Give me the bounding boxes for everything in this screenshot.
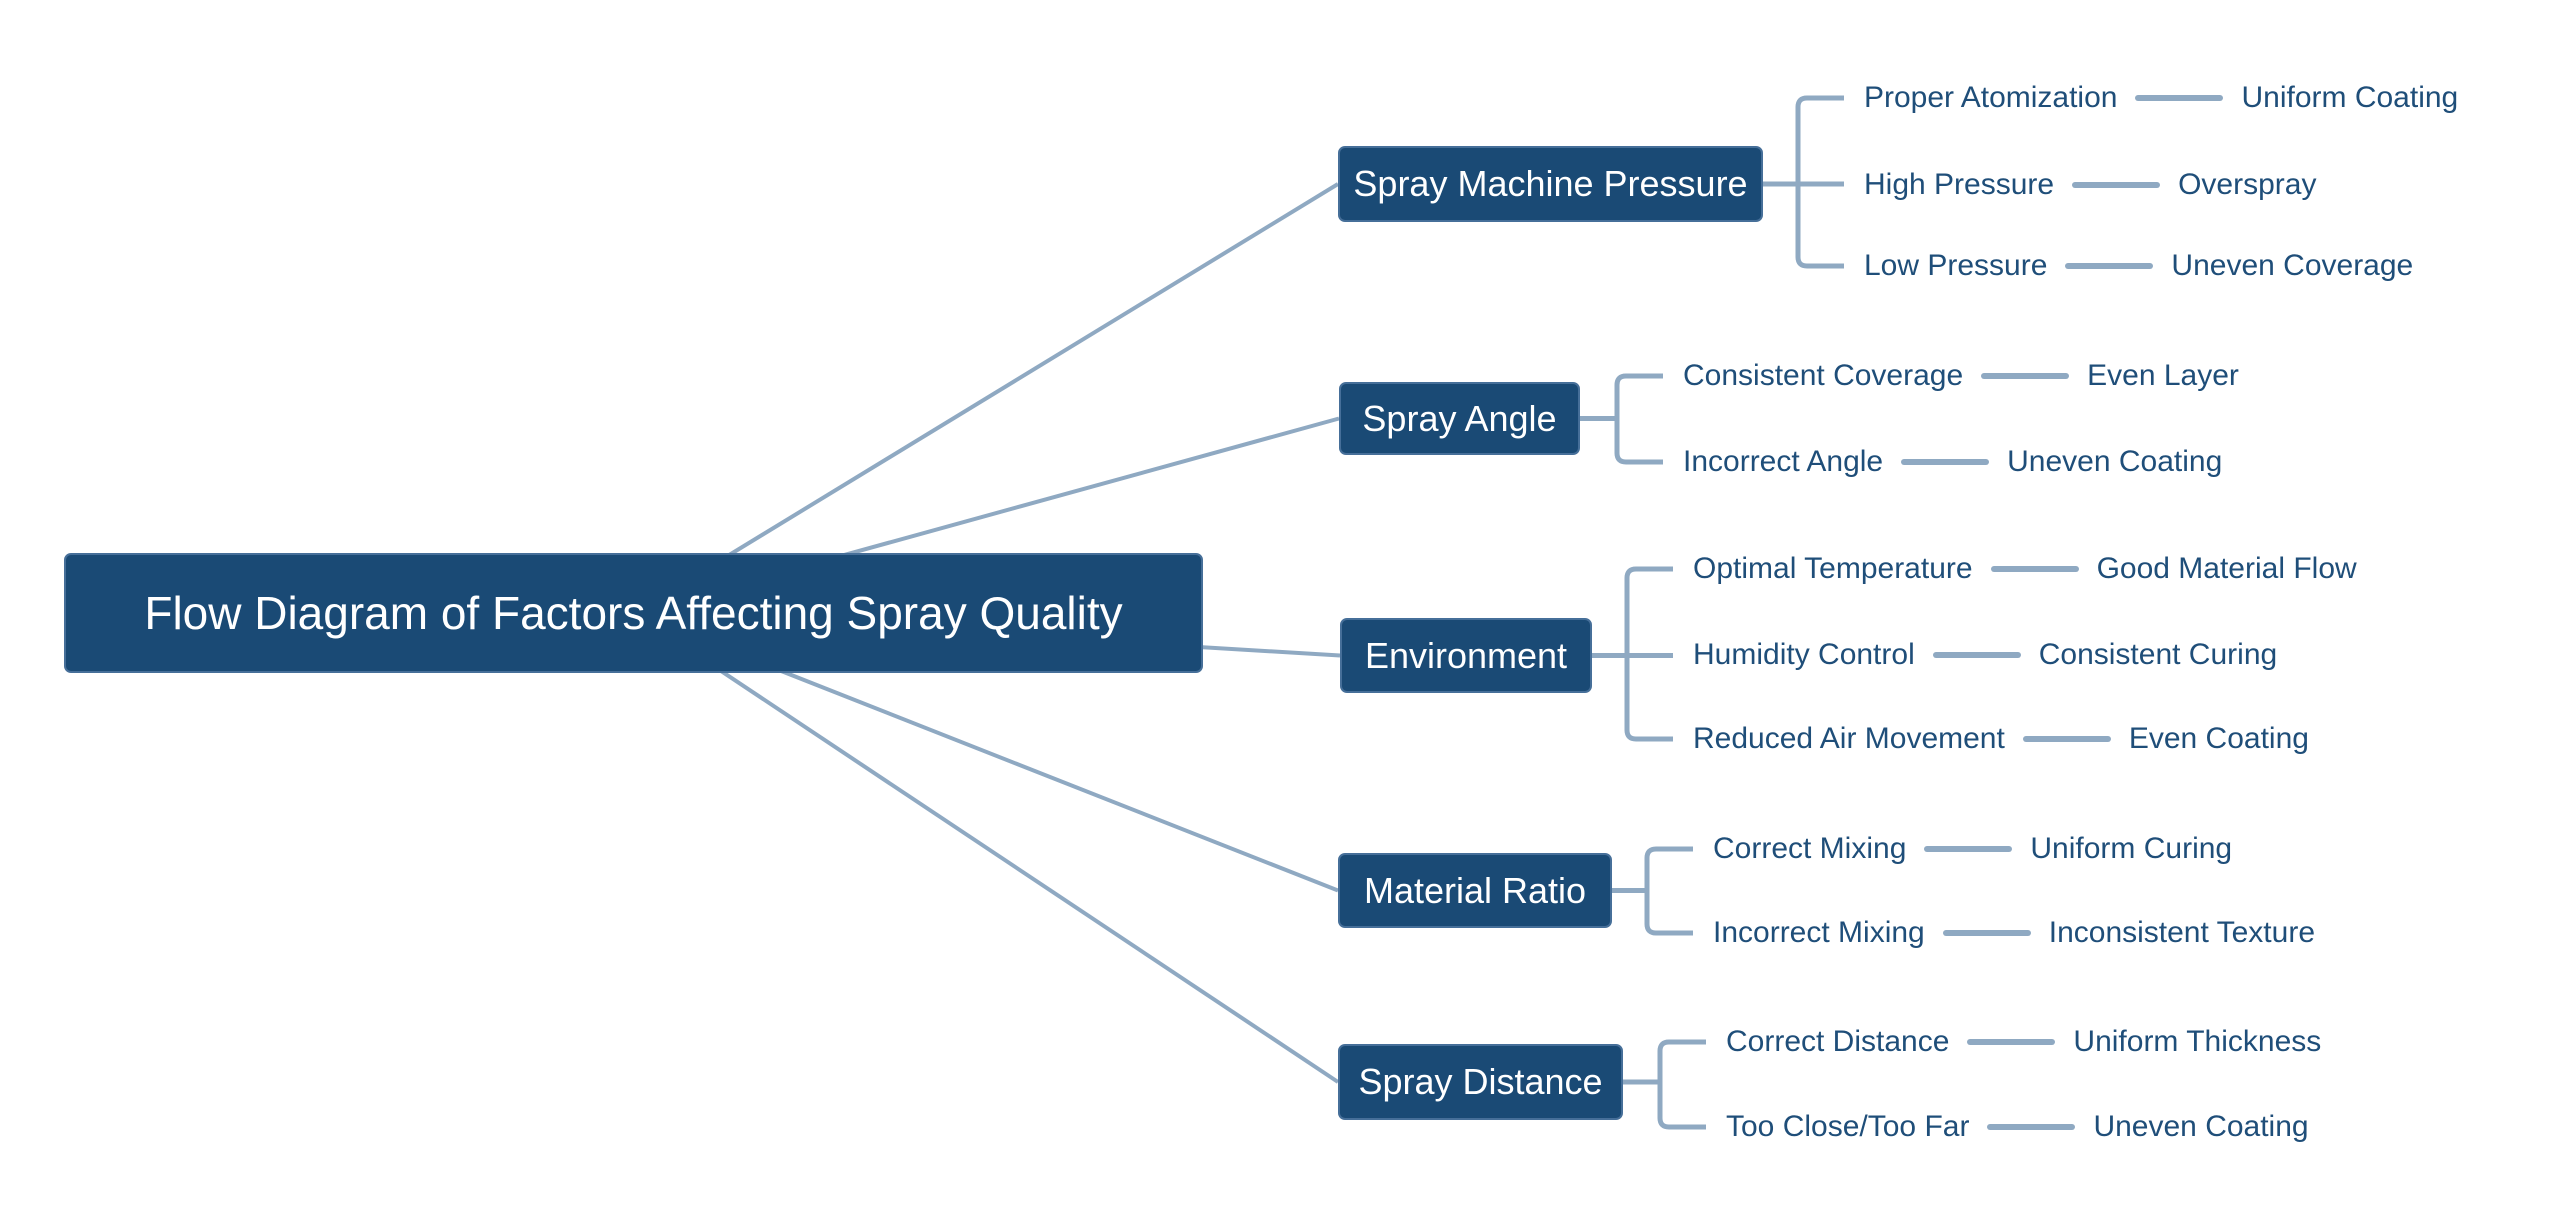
root-branch-line [632,611,1340,1084]
leaf-row: Correct Mixing Uniform Curing [1713,827,2232,871]
branch-trunk-line [1795,95,1844,269]
leaf-row: High Pressure Overspray [1864,163,2316,207]
leaf-outcome-label: Even Layer [2087,359,2239,392]
leaf-outcome-label: Uneven Coverage [2171,249,2414,282]
leaf-dash-line [1924,846,2013,852]
leaf-dash-line [2072,182,2161,188]
leaf-row: Too Close/Too Far Uneven Coating [1726,1105,2309,1149]
leaf-row: Incorrect Angle Uneven Coating [1683,440,2222,484]
branch-node-label: Environment [1364,634,1568,676]
leaf-factor-label: Incorrect Mixing [1713,916,1925,949]
leaf-row: Consistent Coverage Even Layer [1683,354,2239,398]
leaf-outcome-label: Good Material Flow [2096,552,2357,585]
leaf-dash-line [1981,373,2070,379]
root-node-label: Flow Diagram of Factors Affecting Spray … [144,587,1123,639]
branch-node-label: Spray Distance [1358,1061,1603,1102]
branch-trunk-line [1614,373,1663,465]
leaf-factor-label: Correct Mixing [1713,832,1907,865]
leaf-dash-line [1987,1124,2076,1130]
leaf-dash-line [1901,459,1990,465]
leaf-outcome-label: Inconsistent Texture [2048,916,2315,949]
leaf-outcome-label: Uniform Thickness [2073,1025,2322,1058]
leaf-row: Optimal Temperature Good Material Flow [1693,547,2357,591]
leaf-factor-label: Proper Atomization [1864,81,2118,114]
leaf-factor-label: High Pressure [1864,168,2055,201]
root-node: Flow Diagram of Factors Affecting Spray … [64,553,1203,673]
leaf-factor-label: Humidity Control [1693,638,1915,671]
leaf-dash-line [2022,736,2111,742]
branch-trunk-line [1644,846,1693,936]
leaf-row: Low Pressure Uneven Coverage [1864,244,2413,288]
branch-node-label: Spray Angle [1362,397,1557,439]
leaf-row: Humidity Control Consistent Curing [1693,633,2277,677]
leaf-factor-label: Correct Distance [1726,1025,1950,1058]
branch-node: Spray Machine Pressure [1338,146,1763,222]
branch-node: Material Ratio [1338,853,1612,928]
leaf-outcome-label: Even Coating [2128,722,2309,755]
leaf-dash-line [1932,652,2021,658]
leaf-dash-line [1990,566,2079,572]
leaf-dash-line [2065,263,2154,269]
leaf-row: Incorrect Mixing Inconsistent Texture [1713,911,2315,955]
branch-node: Environment [1340,618,1592,693]
leaf-outcome-label: Uneven Coating [2007,445,2223,478]
leaf-dash-line [1942,930,2031,936]
leaf-row: Reduced Air Movement Even Coating [1693,717,2309,761]
branch-node-label: Material Ratio [1363,869,1587,911]
leaf-factor-label: Optimal Temperature [1693,552,1973,585]
leaf-outcome-label: Uniform Coating [2241,81,2459,114]
leaf-outcome-label: Overspray [2178,168,2317,201]
root-branch-line [632,182,1340,615]
leaf-outcome-label: Uniform Curing [2030,832,2233,865]
branch-node: Spray Distance [1338,1044,1623,1120]
leaf-factor-label: Low Pressure [1864,249,2048,282]
leaf-row: Proper Atomization Uniform Coating [1864,76,2458,120]
leaf-dash-line [2135,95,2224,101]
leaf-factor-label: Consistent Coverage [1683,359,1964,392]
leaf-factor-label: Too Close/Too Far [1726,1110,1970,1143]
leaf-factor-label: Incorrect Angle [1683,445,1884,478]
branch-trunk-line [1657,1039,1706,1130]
leaf-row: Correct Distance Uniform Thickness [1726,1020,2321,1064]
branch-node: Spray Angle [1339,382,1580,455]
branch-node-label: Spray Machine Pressure [1353,163,1748,204]
leaf-factor-label: Reduced Air Movement [1693,722,2005,755]
leaf-outcome-label: Consistent Curing [2038,638,2278,671]
branch-trunk-line [1624,566,1673,742]
leaf-outcome-label: Uneven Coating [2093,1110,2309,1143]
leaf-dash-line [1967,1039,2056,1045]
